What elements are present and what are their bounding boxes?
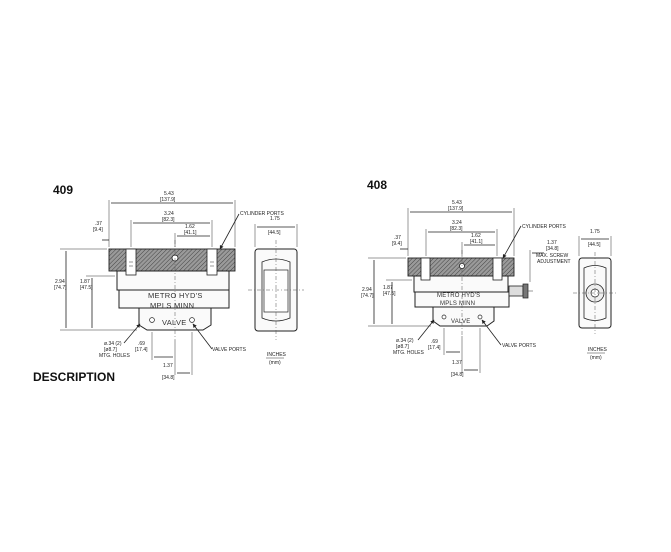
- valve-side-view: 1.75 [44.5]: [248, 216, 304, 340]
- svg-text:[17.4]: [17.4]: [135, 347, 148, 353]
- valve-port-right: [189, 317, 195, 323]
- units-mm-408: (mm): [590, 355, 602, 361]
- svg-text:ø.34 (2): ø.34 (2): [396, 338, 414, 344]
- model-number-408: 408: [367, 178, 387, 192]
- svg-text:[47.5]: [47.5]: [80, 285, 93, 291]
- cast-stamp-408: METRO HYD'S MPLS MINN VALVE: [437, 293, 480, 325]
- svg-text:1.75: 1.75: [590, 229, 600, 235]
- svg-text:[137.9]: [137.9]: [160, 197, 176, 203]
- svg-text:METRO HYD'S: METRO HYD'S: [148, 291, 203, 300]
- svg-text:[47.5]: [47.5]: [383, 291, 396, 297]
- svg-text:1.37: 1.37: [452, 360, 462, 366]
- units-inches-408: INCHES: [588, 347, 608, 353]
- svg-text:[44.5]: [44.5]: [588, 242, 601, 248]
- svg-text:[74.7]: [74.7]: [54, 285, 67, 291]
- svg-text:[44.5]: [44.5]: [268, 230, 281, 236]
- valve-ports-label-408: VALVE PORTS: [502, 343, 537, 349]
- svg-text:.37: .37: [95, 221, 102, 227]
- svg-text:.69: .69: [431, 339, 438, 345]
- svg-text:[17.4]: [17.4]: [428, 345, 441, 351]
- dimensions-top-409: 5.43 [137.9] 3.24 [82.3] 1.62 [41.1] .37…: [93, 191, 236, 247]
- valve-side-view-408: 1.75 [44.5]: [573, 229, 617, 334]
- adjustment-screw: [508, 285, 524, 297]
- svg-text:[34.8]: [34.8]: [162, 375, 175, 381]
- section-heading: DESCRIPTION: [33, 370, 115, 384]
- svg-text:1.37: 1.37: [547, 240, 557, 246]
- svg-text:.69: .69: [138, 341, 145, 347]
- max-screw-label: MAX. SCREW: [536, 253, 569, 259]
- svg-text:[74.7]: [74.7]: [361, 293, 374, 299]
- drawing-408: 408 METRO HYD'S MPLS MINN VALVE: [361, 178, 617, 378]
- svg-text:1.75: 1.75: [270, 216, 280, 222]
- model-number-409: 409: [53, 183, 73, 197]
- cast-stamp-409: METRO HYD'S MPLS MINN VALVE: [148, 291, 203, 327]
- svg-text:[137.9]: [137.9]: [448, 206, 464, 212]
- svg-text:VALVE: VALVE: [162, 318, 187, 327]
- svg-text:[9.4]: [9.4]: [93, 227, 103, 233]
- adjustment-label: ADJUSTMENT: [537, 259, 571, 265]
- svg-text:VALVE: VALVE: [451, 319, 470, 325]
- svg-text:MPLS MINN: MPLS MINN: [150, 301, 194, 310]
- cylinder-ports-label-408: CYLINDER PORTS: [522, 224, 566, 230]
- svg-text:2.94: 2.94: [55, 279, 65, 285]
- dimensions-bottom-409: ø.34 (2) [ø8.7] MTG. HOLES .69 [17.4] 1.…: [99, 323, 193, 381]
- svg-text:1.87: 1.87: [80, 279, 90, 285]
- leaders-409: CYLINDER PORTS VALVE PORTS INCHES (mm): [192, 211, 287, 366]
- svg-text:1.62: 1.62: [185, 224, 195, 230]
- valve-front-view: [108, 240, 236, 340]
- svg-text:[9.4]: [9.4]: [392, 241, 402, 247]
- svg-text:MPLS MINN: MPLS MINN: [440, 301, 475, 307]
- svg-text:MTG. HOLES: MTG. HOLES: [99, 353, 131, 359]
- svg-text:3.24: 3.24: [164, 211, 174, 217]
- svg-text:[34.8]: [34.8]: [451, 372, 464, 378]
- drawing-409: 409 DESCRIPTION METRO HYD'S MPLS MINN VA…: [33, 183, 304, 384]
- svg-text:[ø8.7]: [ø8.7]: [396, 344, 409, 350]
- svg-text:1.87: 1.87: [383, 285, 393, 291]
- svg-text:5.43: 5.43: [164, 191, 174, 197]
- svg-text:METRO HYD'S: METRO HYD'S: [437, 293, 480, 299]
- svg-text:2.94: 2.94: [362, 287, 372, 293]
- leaders-408: CYLINDER PORTS 1.37 [34.8] MAX. SCREW AD…: [481, 224, 608, 361]
- svg-text:ø.34 (2): ø.34 (2): [104, 341, 122, 347]
- svg-text:[82.3]: [82.3]: [450, 226, 463, 232]
- cylinder-ports-label: CYLINDER PORTS: [240, 211, 284, 217]
- svg-text:1.37: 1.37: [163, 363, 173, 369]
- dimensions-top-408: 5.43 [137.9] 3.24 [82.3] 1.62 [41.1] .37…: [392, 200, 515, 256]
- svg-text:[41.1]: [41.1]: [184, 230, 197, 236]
- units-mm: (mm): [269, 360, 281, 366]
- dimensions-left-408: 2.94 [74.7] 1.87 [47.5]: [361, 257, 431, 327]
- svg-text:[82.3]: [82.3]: [162, 217, 175, 223]
- svg-text:[ø8.7]: [ø8.7]: [104, 347, 117, 353]
- svg-text:3.24: 3.24: [452, 220, 462, 226]
- svg-text:1.62: 1.62: [471, 233, 481, 239]
- svg-text:.37: .37: [394, 235, 401, 241]
- dimensions-left-409: 2.94 [74.7] 1.87 [47.5]: [54, 248, 137, 331]
- units-inches: INCHES: [267, 352, 287, 358]
- dimensions-bottom-408: ø.34 (2) [ø8.7] MTG. HOLES .69 [17.4] 1.…: [393, 319, 481, 378]
- valve-front-view-408: [407, 250, 533, 336]
- svg-text:[41.1]: [41.1]: [470, 239, 483, 245]
- valve-port-left: [149, 317, 155, 323]
- svg-text:MTG. HOLES: MTG. HOLES: [393, 350, 425, 356]
- valve-ports-label: VALVE PORTS: [212, 347, 247, 353]
- svg-text:5.43: 5.43: [452, 200, 462, 206]
- svg-text:[34.8]: [34.8]: [546, 246, 559, 252]
